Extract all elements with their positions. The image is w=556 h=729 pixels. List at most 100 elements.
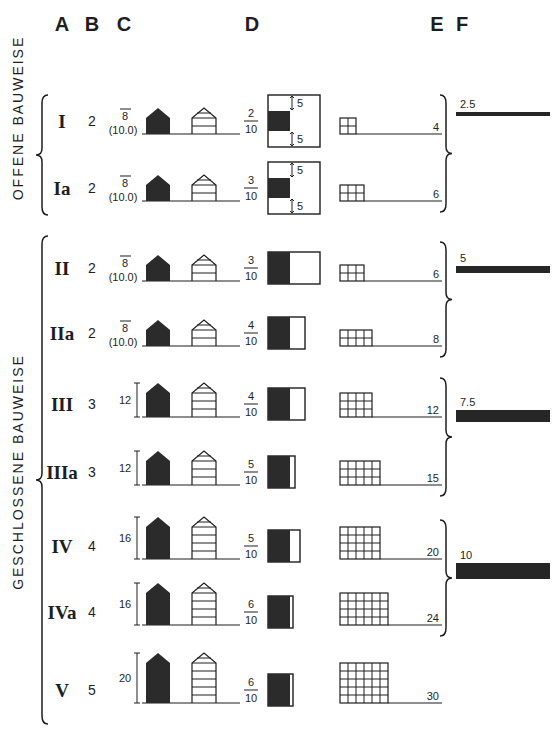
floor-area-grid (340, 265, 364, 281)
grid-line (340, 469, 380, 470)
class-bracket (440, 95, 452, 212)
setback-arrow (292, 163, 294, 165)
house-section (146, 108, 170, 134)
base-line (372, 416, 442, 417)
grid-line (340, 695, 388, 696)
dimension-tick (134, 417, 140, 418)
floor-line (192, 126, 216, 127)
coverage-fraction: 10 (245, 475, 257, 486)
height-number: (10.0) (109, 125, 138, 136)
dimension-line (137, 383, 138, 417)
fraction-line (244, 690, 258, 691)
dimension-tick (134, 625, 140, 626)
floor-line (192, 401, 216, 402)
floor-line (197, 658, 211, 659)
house-elevation (192, 320, 216, 346)
coverage-fraction: 10 (245, 191, 257, 202)
plot-outline (268, 252, 320, 284)
class-label: IIa (50, 324, 74, 343)
dimension-line (137, 653, 138, 703)
grid-line (340, 273, 364, 274)
grid-line (340, 679, 388, 680)
grid-line (372, 663, 373, 703)
grid-line (340, 338, 372, 339)
storeys-number: 5 (88, 683, 96, 697)
class-bracket (440, 378, 452, 496)
house-elevation (192, 108, 216, 134)
coverage-fraction: 10 (245, 549, 257, 560)
house-section (146, 383, 170, 417)
grid-line (340, 551, 380, 552)
setback-number: 5 (297, 165, 303, 176)
coverage-fraction: 10 (245, 407, 257, 418)
house-section (146, 653, 170, 703)
floor-area-number: 30 (427, 691, 439, 702)
height-overline (120, 256, 131, 257)
coverage-fraction: 6 (248, 677, 254, 688)
setback-arrow (292, 96, 293, 110)
base-line (372, 345, 442, 346)
floor-line (192, 551, 216, 552)
built-area (268, 178, 290, 198)
floor-line (192, 265, 216, 266)
floor-area-grid (340, 663, 388, 703)
floor-area-number: 6 (433, 269, 439, 280)
floor-line (192, 601, 216, 602)
floor-line (192, 477, 216, 478)
base-line (380, 558, 442, 559)
built-area (268, 317, 290, 349)
density-bar (456, 410, 550, 422)
grid-line (340, 543, 380, 544)
floor-line (197, 388, 211, 389)
coverage-fraction: 10 (245, 693, 257, 704)
coverage-fraction: 5 (248, 459, 254, 470)
floor-line (192, 543, 216, 544)
dimension-tick (134, 559, 140, 560)
plot-outline (268, 317, 305, 349)
grid-line (364, 461, 365, 485)
dimension-tick (134, 703, 140, 704)
height-overline (120, 109, 131, 110)
height-number: (10.0) (109, 272, 138, 283)
height-overline (120, 321, 131, 322)
coverage-fraction: 5 (248, 533, 254, 544)
built-area (268, 252, 290, 284)
grid-line (364, 663, 365, 703)
floor-line (192, 527, 216, 528)
grid-line (364, 393, 365, 417)
built-area (268, 456, 290, 488)
base-line (388, 702, 442, 703)
floor-line (192, 193, 216, 194)
floor-line (192, 461, 216, 462)
coverage-fraction: 4 (248, 391, 254, 402)
storeys-number: 3 (88, 397, 96, 411)
house-elevation (192, 517, 216, 559)
coverage-fraction: 2 (248, 108, 254, 119)
house-elevation (192, 255, 216, 281)
coverage-fraction: 10 (245, 615, 257, 626)
density-bar (456, 112, 550, 116)
built-area (268, 111, 290, 131)
height-number: 16 (119, 533, 131, 544)
floor-line (192, 609, 216, 610)
setback-arrow (292, 199, 294, 201)
setback-number: 5 (297, 134, 303, 145)
height-number: (10.0) (109, 337, 138, 348)
house-elevation (192, 175, 216, 201)
grid-line (372, 461, 373, 485)
fraction-line (244, 121, 258, 122)
floor-area-number: 12 (427, 405, 439, 416)
column-header: F (456, 14, 468, 34)
class-label: IVa (48, 603, 77, 622)
house-section (146, 255, 170, 281)
storeys-number: 2 (88, 326, 96, 340)
built-area (268, 674, 290, 706)
coverage-fraction: 3 (248, 255, 254, 266)
house-elevation (192, 653, 216, 703)
fraction-line (244, 612, 258, 613)
house-section (146, 175, 170, 201)
storeys-number: 4 (88, 605, 96, 619)
dimension-tick (134, 451, 140, 452)
house-section (146, 517, 170, 559)
plot-outline (268, 596, 293, 628)
